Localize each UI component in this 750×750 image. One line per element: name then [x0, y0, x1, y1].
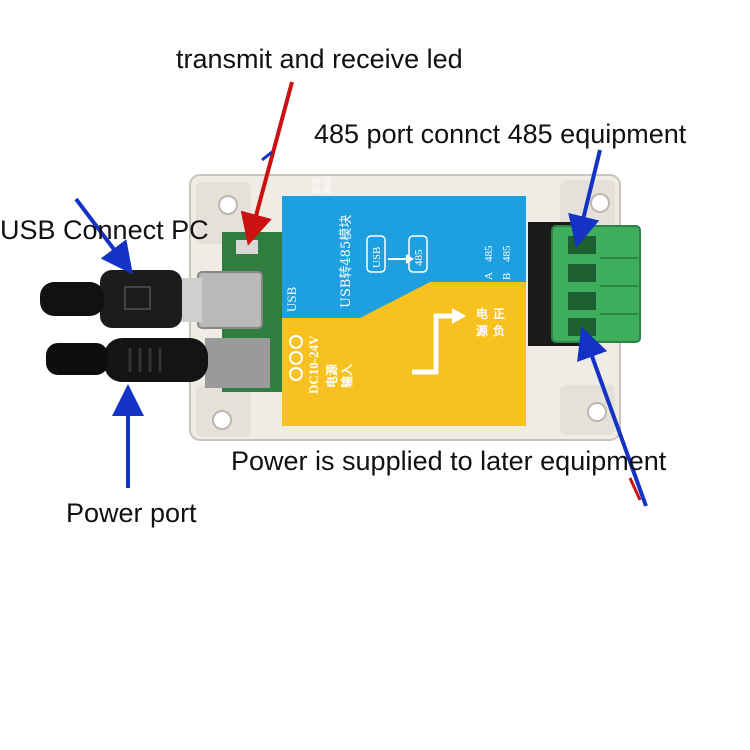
mount-hole — [218, 195, 238, 215]
usb-caption: USB Connect PC — [0, 215, 209, 245]
terminal-block — [528, 222, 641, 346]
board-485-box: 485 — [413, 249, 425, 266]
power-out-blue-arrow — [577, 326, 648, 507]
board-usb-box: USB — [371, 247, 383, 268]
rs485-caption: 485 port connct 485 equipment — [314, 119, 687, 149]
board-485-b: 485 — [501, 245, 513, 262]
power-cable — [46, 338, 270, 388]
board-title: USB转485模块 — [339, 215, 354, 308]
led-indicator — [236, 240, 258, 254]
label-panel — [282, 196, 526, 426]
board-out-2: 源 — [476, 323, 488, 338]
board-power-in-2: 输入 — [339, 364, 354, 388]
power-supply-caption: Power is supplied to later equipment — [231, 446, 667, 476]
led-label-1: 发送 — [310, 176, 322, 194]
power-port-caption: Power port — [66, 498, 197, 528]
board-485-a: 485 — [483, 245, 495, 262]
board-pin-a: A — [483, 272, 495, 280]
led-caption: transmit and receive led — [176, 44, 463, 74]
board-usb-text: USB — [284, 286, 299, 312]
mount-hole — [590, 193, 610, 213]
board-pin-b: B — [501, 273, 513, 280]
led-label-2: 接收 — [321, 176, 333, 194]
usb-blue-arrow — [74, 197, 133, 275]
blue-mark — [261, 150, 273, 162]
usb-cable — [40, 270, 263, 329]
led-red-arrow — [240, 81, 294, 246]
rs485-blue-arrow — [568, 149, 602, 248]
mount-hole — [212, 410, 232, 430]
red-mark — [628, 477, 642, 501]
mount-hole — [587, 402, 607, 422]
board-dc-range: DC10-24V — [306, 335, 321, 394]
board-out-3: 正 — [493, 307, 505, 321]
board-power-in-1: 电源 — [324, 364, 339, 388]
board-out-4: 负 — [493, 323, 505, 338]
board-out-1: 电 — [476, 306, 488, 321]
